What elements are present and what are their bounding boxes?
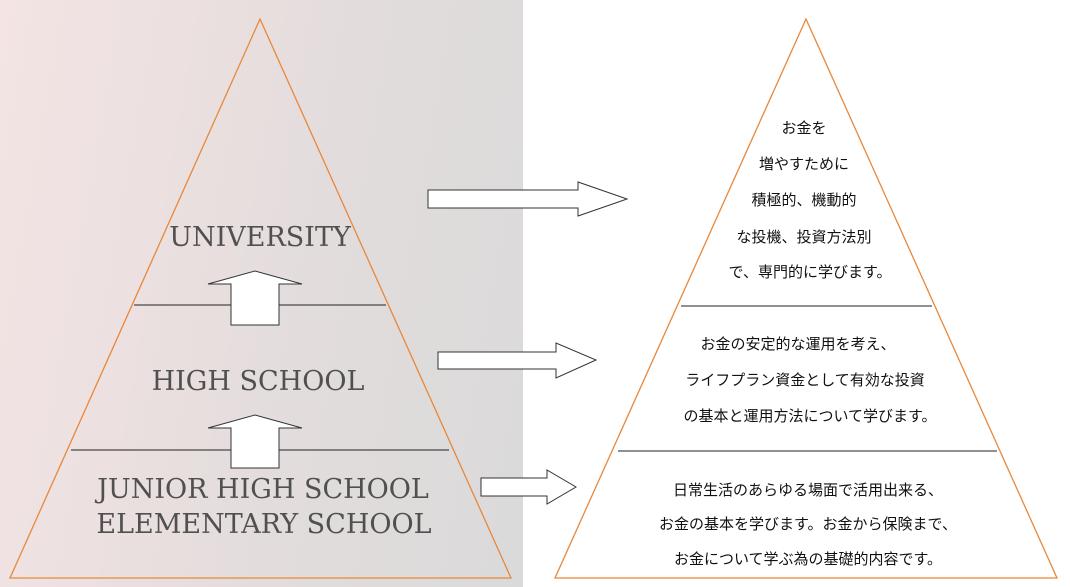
right-arrow-icon-bottom: [480, 469, 577, 505]
level-label-elementary-school: ELEMENTARY SCHOOL: [96, 509, 431, 540]
bottom-tier-line-2: お金の基本を学びます。お金から保険まで、: [659, 515, 957, 533]
level-label-high-school: HIGH SCHOOL: [152, 366, 365, 397]
middle-tier-line-3: の基本と運用方法について学びます。: [683, 407, 936, 425]
right-arrow-icon-top: [427, 181, 629, 217]
middle-tier-line-2: ライフプラン資金として有効な投資: [685, 371, 925, 389]
up-arrow-icon-lower: [207, 414, 303, 469]
right-arrow-icon-middle: [437, 342, 598, 379]
top-tier-line-4: な投機、投資方法別: [736, 228, 871, 246]
right-pyramid-outline: [553, 17, 1059, 579]
top-tier-line-5: で、専門的に学びます。: [729, 263, 892, 281]
top-tier-line-2: 増やすために: [759, 155, 849, 173]
up-arrow-icon-upper: [207, 270, 303, 326]
top-tier-line-1: お金を: [781, 119, 826, 137]
left-pyramid-outline: [8, 17, 513, 579]
middle-tier-line-1: お金の安定的な運用を考え、: [700, 335, 895, 353]
bottom-tier-line-3: お金について学ぶ為の基礎的内容です。: [674, 550, 942, 568]
level-label-university: UNIVERSITY: [169, 222, 352, 253]
bottom-tier-line-1: 日常生活のあらゆる場面で活用出来る、: [673, 481, 943, 499]
top-tier-line-3: 積極的、機動的: [751, 191, 856, 209]
level-label-junior-high-school: JUNIOR HIGH SCHOOL: [94, 474, 429, 505]
